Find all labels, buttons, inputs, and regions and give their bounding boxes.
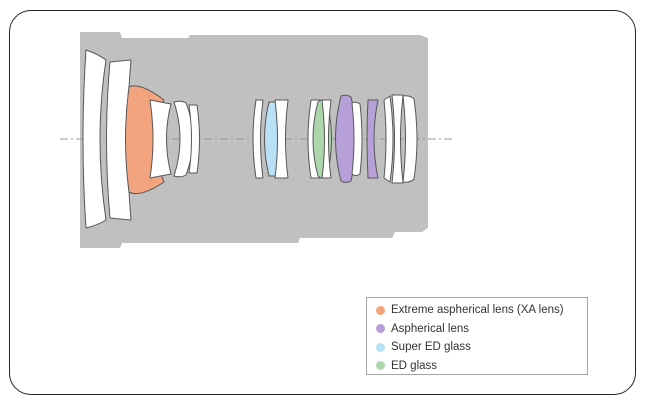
lens-element-6 [188, 104, 200, 174]
lens-element-5 [173, 100, 194, 178]
legend-swatch-aspherical [376, 324, 385, 334]
lens-element-12 [321, 99, 332, 179]
lens-element-7 [252, 99, 264, 179]
legend-swatch-xa-lens [376, 305, 385, 315]
legend-item-ed: ED glass [376, 357, 587, 376]
legend-item-xa-lens: Extreme aspherical lens (XA lens) [376, 301, 587, 320]
lens-element-16 [383, 95, 394, 183]
legend-label-ed: ED glass [391, 359, 438, 372]
lens-element-1 [82, 49, 107, 229]
lens-element-9 [274, 99, 289, 179]
legend: Extreme aspherical lens (XA lens) Aspher… [366, 297, 588, 375]
lens-element-15-aspherical [366, 99, 379, 179]
lens-element-14 [351, 101, 363, 176]
lens-element-4 [149, 99, 172, 179]
legend-label-xa-lens: Extreme aspherical lens (XA lens) [391, 304, 564, 317]
lens-element-18 [402, 95, 418, 183]
legend-label-aspherical: Aspherical lens [391, 322, 469, 335]
lens-element-17 [391, 94, 404, 184]
legend-swatch-super-ed [376, 342, 385, 352]
legend-item-aspherical: Aspherical lens [376, 320, 587, 339]
legend-swatch-ed [376, 361, 385, 371]
legend-item-super-ed: Super ED glass [376, 338, 587, 357]
legend-label-super-ed: Super ED glass [391, 341, 471, 354]
lens-element-13-aspherical [335, 94, 357, 183]
